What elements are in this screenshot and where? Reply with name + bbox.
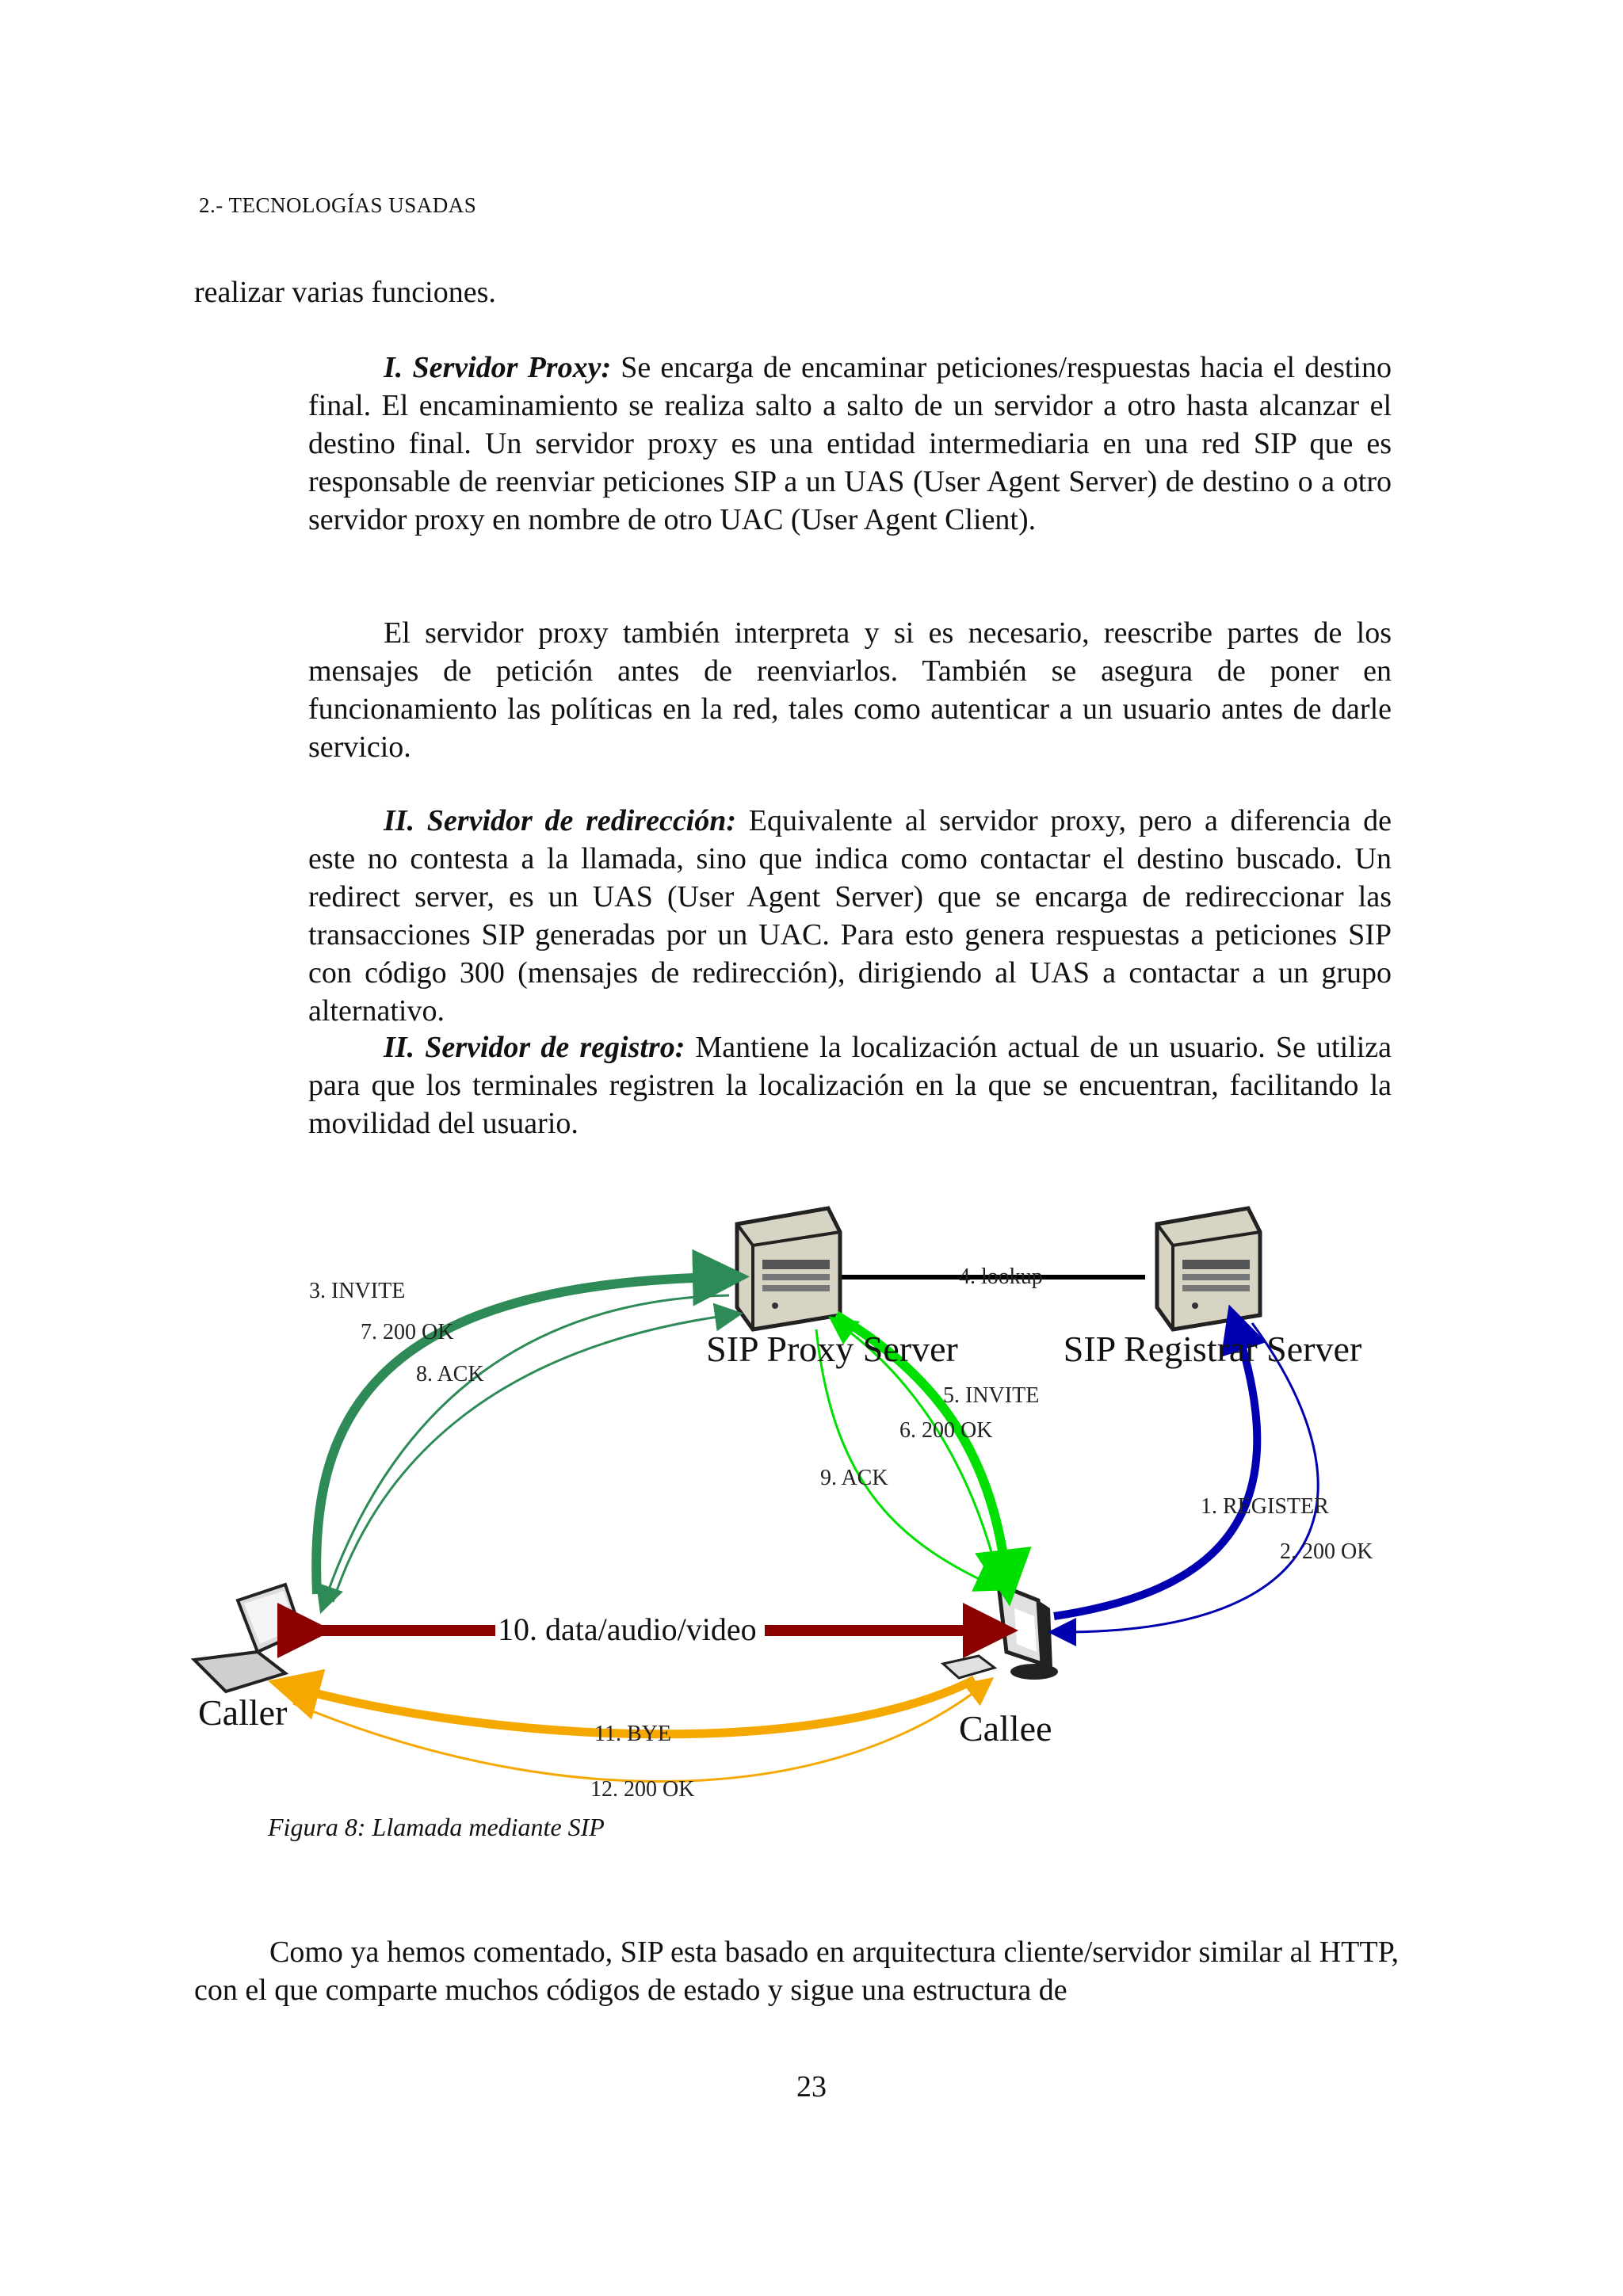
msg-10-label: 10. data/audio/video bbox=[498, 1611, 757, 1647]
msg-12-label: 12. 200 OK bbox=[590, 1777, 694, 1802]
registrar-paragraph: II. Servidor de registro: Mantiene la lo… bbox=[308, 1028, 1392, 1142]
invite-caller-arrow bbox=[311, 1249, 750, 1595]
msg-5-label: 5. INVITE bbox=[943, 1383, 1039, 1408]
intro-line: realizar varias funciones. bbox=[194, 276, 496, 309]
ok-200-to-proxy-arrow bbox=[828, 1316, 1000, 1579]
proxy-label: SIP Proxy Server bbox=[706, 1329, 958, 1369]
proxy-title: I. Servidor Proxy: bbox=[384, 351, 612, 384]
msg-7-label: 7. 200 OK bbox=[361, 1320, 453, 1344]
bye-arrow bbox=[268, 1669, 977, 1739]
msg-11-label: 11. BYE bbox=[594, 1722, 671, 1746]
redirect-text: Equivalente al servidor proxy, pero a di… bbox=[308, 804, 1392, 1028]
register-arrow bbox=[1053, 1304, 1266, 1620]
registrar-title: II. Servidor de registro: bbox=[384, 1031, 685, 1064]
registrar-server-icon bbox=[1155, 1206, 1262, 1332]
invite-callee-arrow bbox=[833, 1310, 1032, 1607]
ack-callee-arrow bbox=[815, 1329, 1004, 1592]
running-header: 2.- TECNOLOGÍAS USADAS bbox=[199, 193, 477, 217]
registrar-label: SIP Registrar Server bbox=[1064, 1329, 1361, 1369]
proxy-paragraph-2: El servidor proxy también interpreta y s… bbox=[308, 614, 1392, 766]
callee-label: Callee bbox=[959, 1708, 1052, 1749]
proxy-text-2: El servidor proxy también interpreta y s… bbox=[308, 616, 1392, 764]
msg-9-label: 9. ACK bbox=[820, 1466, 888, 1490]
figure-caption: Figura 8: Llamada mediante SIP bbox=[268, 1813, 605, 1841]
redirect-title: II. Servidor de redirección: bbox=[384, 804, 737, 837]
redirect-paragraph: II. Servidor de redirección: Equivalente… bbox=[308, 802, 1392, 1030]
caller-laptop-icon bbox=[190, 1582, 304, 1694]
proxy-paragraph: I. Servidor Proxy: Se encarga de encamin… bbox=[308, 349, 1392, 539]
sip-call-diagram: SIP Proxy Server SIP Registrar Server Ca… bbox=[190, 1206, 1373, 1802]
ok-200-to-caller-arrow bbox=[315, 1294, 730, 1615]
ack-caller-arrow bbox=[331, 1302, 743, 1603]
msg-3-label: 3. INVITE bbox=[309, 1279, 405, 1303]
msg-8-label: 8. ACK bbox=[416, 1362, 484, 1386]
closing-paragraph: Como ya hemos comentado, SIP esta basado… bbox=[194, 1933, 1399, 2009]
closing-text: Como ya hemos comentado, SIP esta basado… bbox=[194, 1936, 1399, 2007]
caller-label: Caller bbox=[198, 1692, 287, 1733]
msg-6-label: 6. 200 OK bbox=[899, 1418, 992, 1443]
registrar-text: Mantiene la localización actual de un us… bbox=[308, 1031, 1392, 1140]
proxy-server-icon bbox=[735, 1206, 842, 1332]
msg-4-label: 4. lookup bbox=[959, 1264, 1043, 1289]
proxy-text: Se encarga de encaminar peticiones/respu… bbox=[308, 351, 1392, 536]
msg-2-label: 2. 200 OK bbox=[1280, 1539, 1373, 1564]
msg-1-label: 1. REGISTER bbox=[1201, 1494, 1329, 1519]
ok-200-register-arrow bbox=[1048, 1322, 1319, 1646]
page-number: 23 bbox=[796, 2070, 827, 2103]
ok-200-bye-arrow bbox=[292, 1677, 995, 1783]
